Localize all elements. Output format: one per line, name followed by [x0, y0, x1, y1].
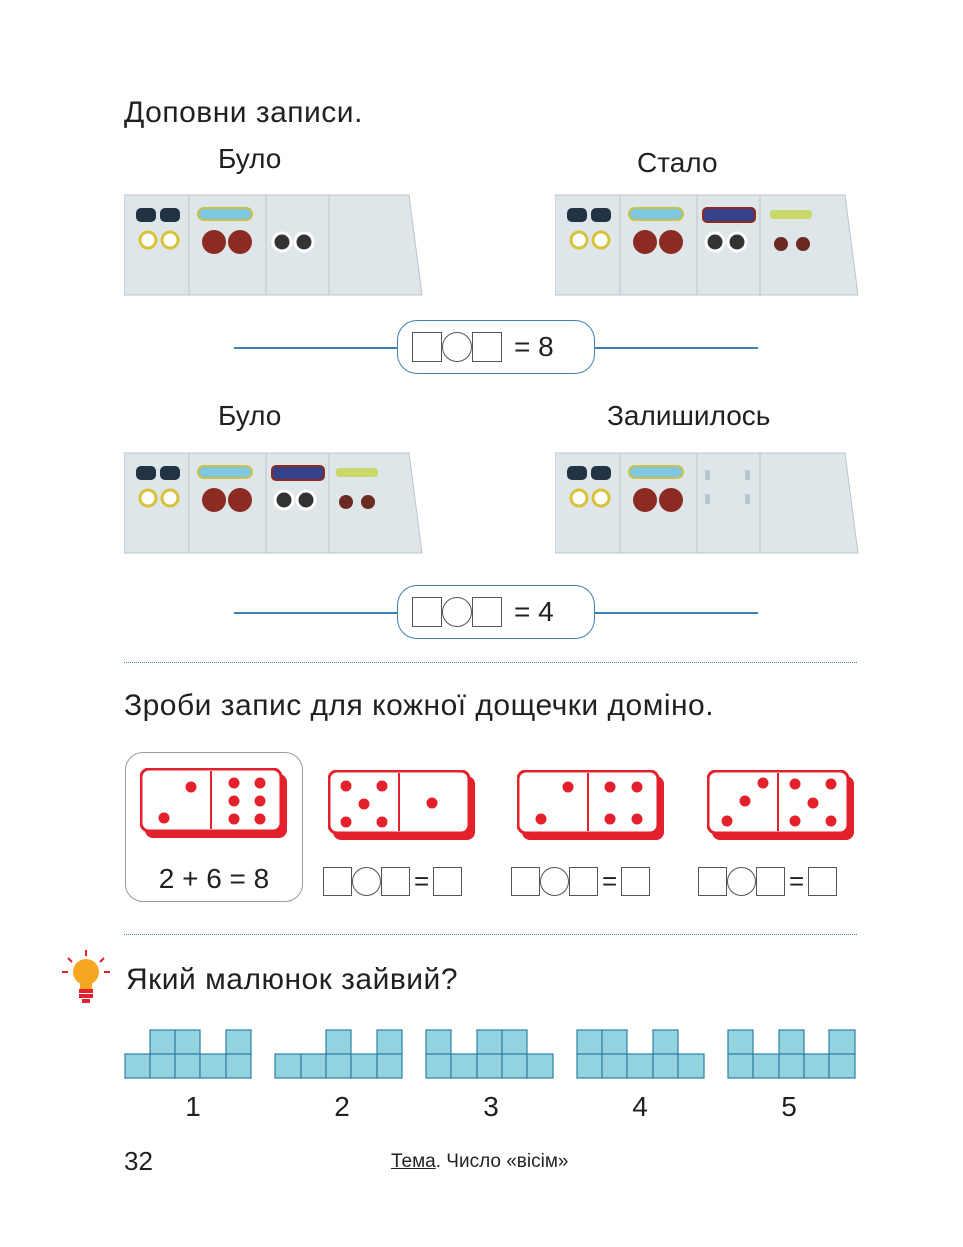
answer-square[interactable] [472, 597, 502, 627]
section-divider-2 [124, 934, 857, 935]
equation-box-1: = 8 [397, 320, 595, 374]
answer-square[interactable] [621, 867, 651, 896]
domino-4 [707, 770, 854, 840]
figure-3 [425, 1029, 554, 1079]
figure-number-2: 2 [334, 1091, 350, 1122]
sign-circle[interactable] [727, 867, 756, 896]
figure-number-5: 5 [781, 1091, 797, 1122]
equals-sign: = [602, 866, 618, 896]
figure-2 [274, 1029, 403, 1079]
red-glasses-icon [202, 230, 252, 254]
sign-circle[interactable] [442, 332, 472, 362]
topic-label: Тема [391, 1151, 436, 1172]
answer-square[interactable] [472, 332, 502, 362]
task3-heading: Який малюнок зайвий? [126, 963, 459, 996]
example-equation: 2 + 6 = 8 [158, 863, 270, 894]
domino-1 [140, 768, 287, 838]
equation-box-2: = 4 [397, 585, 595, 639]
answer-square[interactable] [412, 332, 442, 362]
domino-equation-3: = [511, 866, 651, 897]
figure-number-1: 1 [185, 1091, 201, 1122]
equation-line-right-1 [590, 347, 758, 349]
sunglasses-icon [136, 208, 180, 222]
sign-circle[interactable] [352, 867, 381, 896]
glasses-stand-before-2 [124, 452, 423, 554]
domino-2 [328, 770, 475, 840]
glasses-stand-before-1 [124, 194, 423, 296]
equation-result: = 8 [514, 331, 554, 362]
equals-sign: = [789, 866, 805, 896]
cube-figures [124, 1029, 856, 1079]
equation-line-right-2 [590, 612, 758, 614]
topic-line: Тема. Число «вісім» [391, 1151, 568, 1173]
figure-4 [576, 1029, 705, 1079]
lightbulb-icon [62, 950, 110, 1003]
figure-1 [124, 1029, 252, 1079]
domino-equation-2: = [323, 866, 463, 897]
answer-square[interactable] [511, 867, 540, 896]
before-label-1: Було [218, 143, 282, 174]
task2-heading: Зроби запис для кожної дощечки доміно. [124, 689, 715, 722]
answer-square[interactable] [569, 867, 598, 896]
white-glasses-icon [271, 231, 315, 253]
domino-equation-4: = [698, 866, 838, 897]
example-card [125, 752, 303, 902]
answer-square[interactable] [756, 867, 785, 896]
answer-square[interactable] [433, 867, 463, 896]
equation-line-left-1 [234, 347, 404, 349]
figure-number-4: 4 [632, 1091, 648, 1122]
sign-circle[interactable] [442, 597, 472, 627]
task1-heading: Доповни записи. [124, 96, 363, 129]
goggles-icon [197, 207, 253, 221]
equation-result: = 4 [514, 596, 554, 627]
sign-circle[interactable] [540, 867, 569, 896]
figure-5 [727, 1029, 856, 1079]
page-number: 32 [124, 1146, 153, 1176]
answer-square[interactable] [808, 867, 838, 896]
figure-number-3: 3 [483, 1091, 499, 1122]
glasses-stand-after-1 [555, 194, 859, 296]
answer-square[interactable] [412, 597, 442, 627]
after-label-1: Стало [637, 147, 718, 178]
glasses-stand-after-2 [555, 452, 859, 554]
answer-square[interactable] [381, 867, 410, 896]
equation-line-left-2 [234, 612, 404, 614]
equals-sign: = [414, 866, 430, 896]
topic-text: . Число «вісім» [435, 1151, 569, 1172]
section-divider-1 [124, 662, 857, 663]
answer-square[interactable] [323, 867, 352, 896]
before-label-2: Було [218, 400, 282, 431]
domino-3 [517, 770, 664, 840]
yellow-glasses-icon [138, 230, 180, 250]
remaining-label: Залишилось [607, 400, 771, 431]
answer-square[interactable] [698, 867, 727, 896]
